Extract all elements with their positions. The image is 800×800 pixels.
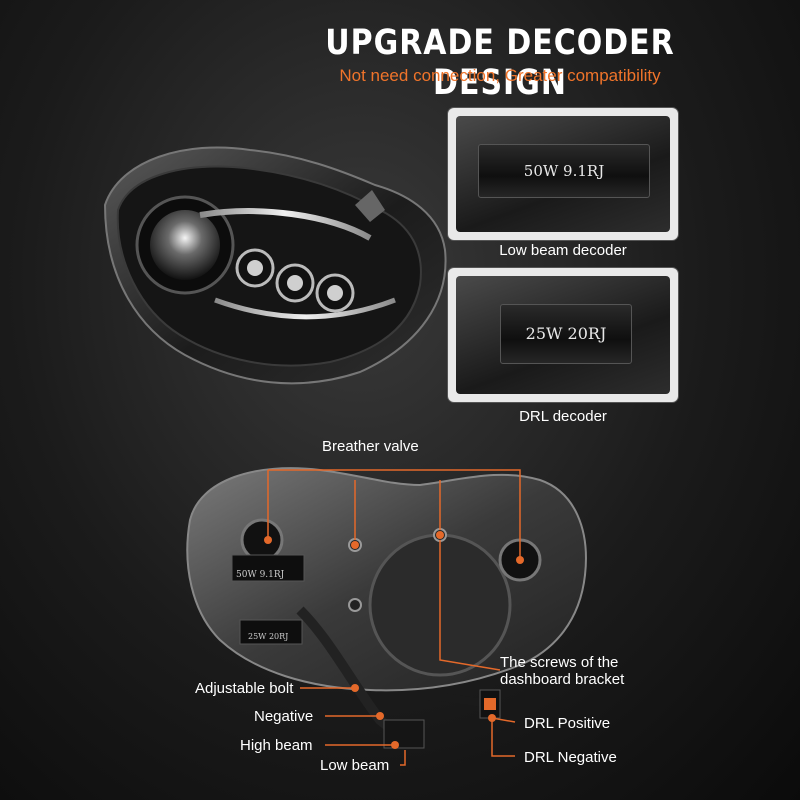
label-low-beam: Low beam [320,757,390,774]
headline: UPGRADE DECODER DESIGN [325,22,675,104]
rear-resistor-2 [239,619,303,645]
rear-resistor-1-text: 50W 9.1RJ [236,570,285,580]
label-drl-positive: DRL Positive [524,715,611,732]
label-breather-valve: Breather valve [322,438,419,455]
left-breather-valve [240,518,284,562]
adjustable-bolt [348,598,362,612]
callout-lines [267,469,521,766]
rear-resistor-1 [231,554,305,582]
drl-resistor-label: 25W 20RJ [500,304,632,364]
label-negative: Negative [254,708,314,725]
led-modules [235,248,355,313]
projector-lens [135,195,235,295]
subheadline: Not need connection, Greater compatibili… [339,66,661,85]
drl-connector-tab [484,698,496,710]
label-drl-negative: DRL Negative [524,749,617,766]
label-dashboard-screws: The screws of the dashboard bracket [500,654,625,688]
label-high-beam: High beam [240,737,313,754]
high-low-beam-connector [383,719,425,749]
rear-resistor-2-text: 25W 20RJ [248,632,289,641]
drl-decoder-caption: DRL decoder [519,408,607,425]
drl-light-strip [199,208,396,320]
mount-bracket [355,190,385,222]
low-beam-resistor-label: 50W 9.1RJ [478,144,650,198]
callout-dots [264,531,524,749]
label-adjustable-bolt: Adjustable bolt [195,680,294,697]
drl-decoder-photo: 25W 20RJ [448,268,678,402]
low-beam-decoder-caption: Low beam decoder [499,242,627,259]
low-beam-decoder-photo: 50W 9.1RJ [448,108,678,240]
drl-cable [379,691,496,709]
